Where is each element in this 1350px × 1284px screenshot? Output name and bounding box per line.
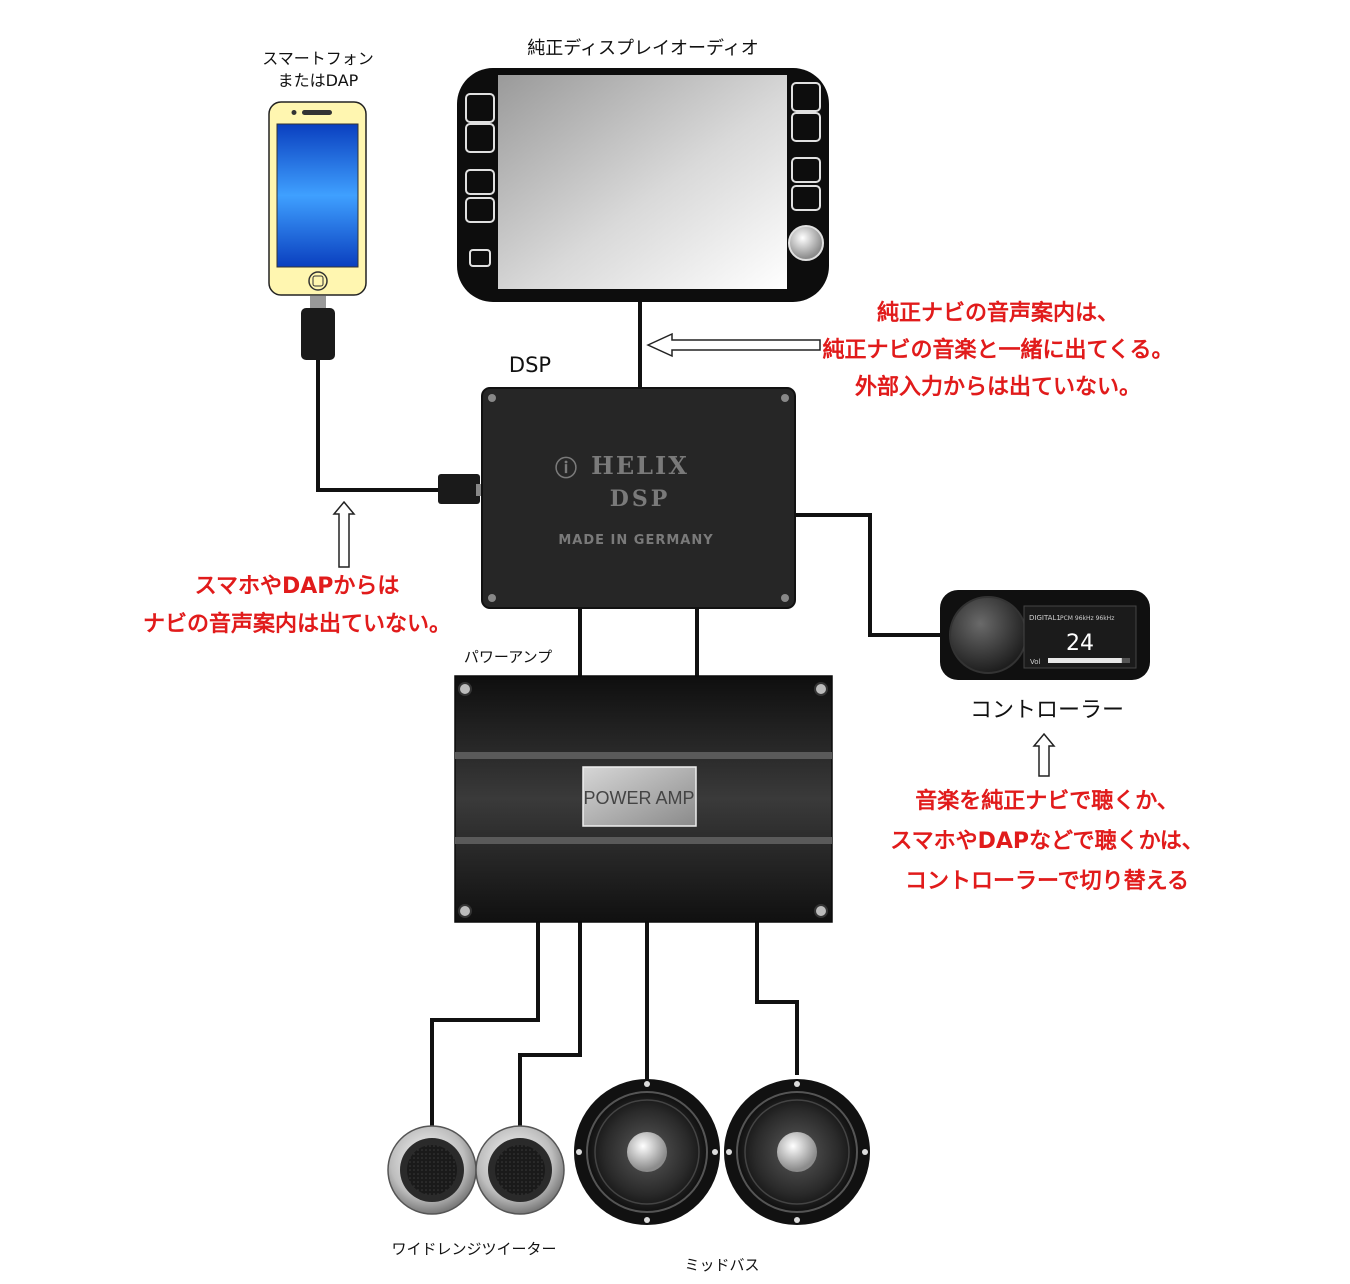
arrow-up-icon (1032, 732, 1056, 777)
arrow-left-icon (646, 332, 821, 358)
controller-vol-label: Vol (1030, 658, 1041, 666)
amp-badge: POWER AMP (583, 788, 694, 808)
controller-volume-fill (1048, 658, 1122, 663)
head-unit-label: 純正ディスプレイオーディオ (527, 38, 758, 59)
controller: DIGITAL1 PCM 96kHz 96kHz 24 Vol (940, 590, 1150, 680)
wire-dsp-controller (795, 513, 942, 637)
dsp-origin: MADE IN GERMANY (558, 533, 713, 548)
controller-note-line2: スマホやDAPなどで聴くかは、 (890, 829, 1203, 854)
phone-note-line1: スマホやDAPからは (195, 574, 400, 599)
smartphone (268, 101, 367, 296)
wire-amp-midbass-right (755, 922, 799, 1075)
phone-label-line1: スマートフォン (262, 49, 374, 68)
wire-amp-tweeter-right (518, 922, 582, 1128)
phone-cable-plug (301, 296, 335, 360)
midbass-label: ミッドバス (684, 1256, 759, 1274)
head-unit-note-line2: 純正ナビの音楽と一緒に出てくる。 (823, 337, 1174, 363)
controller-mode: DIGITAL1 (1029, 614, 1061, 622)
power-amp-label: パワーアンプ (464, 648, 552, 666)
controller-format: PCM 96kHz 96kHz (1060, 615, 1114, 622)
phone-note-line2: ナビの音声案内は出ていない。 (143, 611, 451, 637)
dsp-model: DSP (610, 486, 671, 512)
midbass-left (574, 1079, 720, 1225)
controller-note-line1: 音楽を純正ナビで聴くか、 (915, 788, 1179, 814)
dsp-unit: ⓘ HELIX DSP MADE IN GERMANY (438, 387, 796, 609)
head-unit-note-line1: 純正ナビの音声案内は、 (877, 300, 1119, 326)
head-unit (457, 68, 829, 302)
dsp-brand: HELIX (591, 451, 689, 480)
dsp-brand-icon: ⓘ (555, 456, 577, 482)
controller-label: コントローラー (970, 698, 1124, 723)
phone-label-line2: またはDAP (278, 71, 359, 90)
head-unit-note-line3: 外部入力からは出ていない。 (855, 374, 1141, 400)
arrow-up-icon (332, 500, 356, 568)
wire-amp-tweeter-left (430, 922, 540, 1128)
controller-note-line3: コントローラーで切り替える (905, 869, 1189, 894)
wire-phone-dsp (316, 360, 438, 492)
tweeter-left (387, 1125, 477, 1215)
midbass-right (724, 1079, 870, 1225)
dsp-label: DSP (509, 353, 551, 377)
tweeter-right (475, 1125, 565, 1215)
wiring (316, 300, 942, 1128)
power-amp: POWER AMP (454, 675, 833, 923)
tweeter-label: ワイドレンジツイーター (391, 1240, 556, 1258)
controller-volume: 24 (1066, 631, 1094, 656)
